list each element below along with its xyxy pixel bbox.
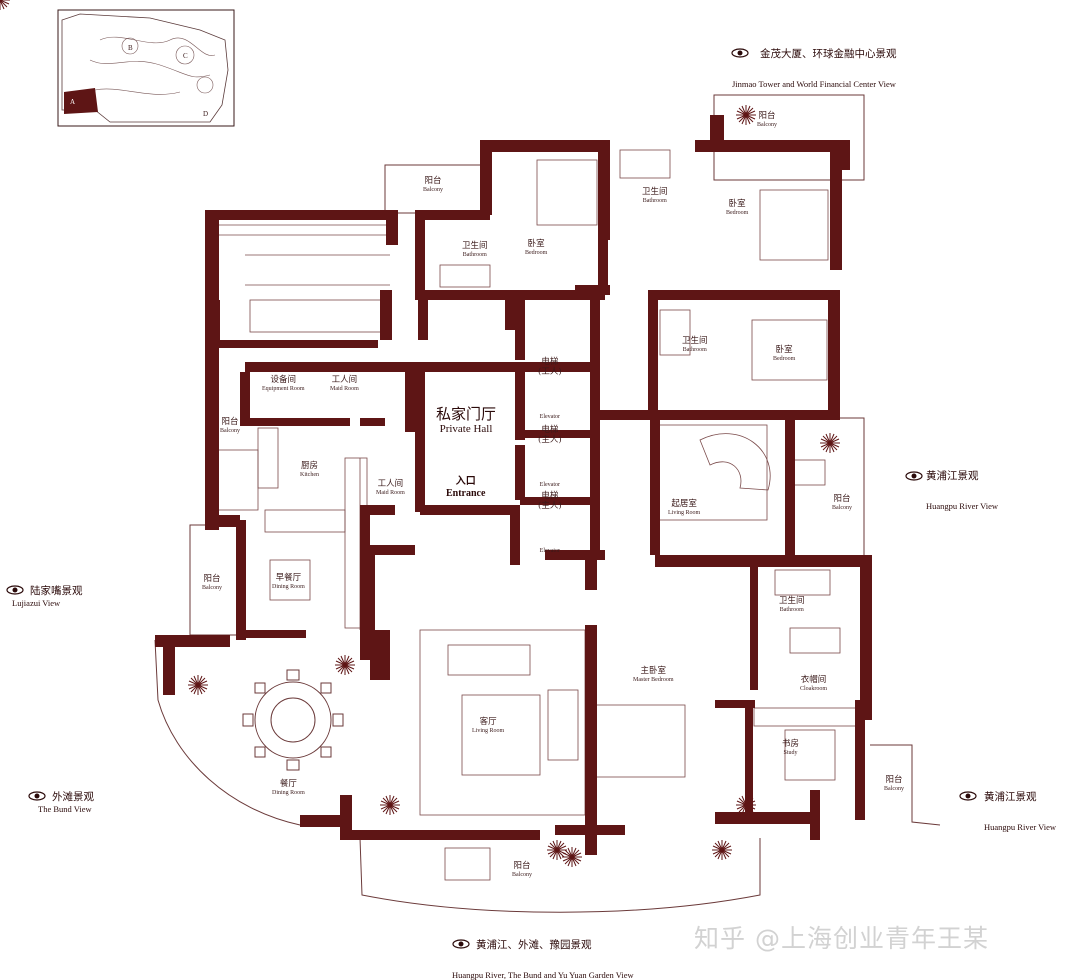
eye-icon (905, 471, 923, 481)
watermark: 知乎 @上海创业青年王某 (694, 924, 989, 953)
room-bedroom-top-right: 卧室 Bedroom (726, 199, 749, 216)
room-equipment: 设备间 Equipment Room (262, 375, 305, 392)
site-block-A: A (70, 98, 75, 106)
interior-lines (209, 149, 860, 881)
eye-icon (959, 791, 977, 801)
round-dining-table (242, 669, 344, 771)
view-left-lower: 外滩景观 The Bund View (38, 792, 94, 814)
view-bottom: 黄浦江、外滩、豫园景观 Huangpu River, The Bund and … (452, 940, 634, 980)
room-maid-1: 工人间 Maid Room (330, 375, 359, 392)
eye-icon (6, 585, 24, 595)
view-left-upper: 陆家嘴景观 Lujiazui View (12, 586, 83, 608)
room-elevator-master-2: 电梯 (主人) Elevator (538, 490, 562, 555)
view-right-upper: 黄浦江景观 Huangpu River View (926, 471, 999, 511)
walls (155, 115, 872, 855)
room-entrance: 入口 Entrance (446, 476, 486, 499)
room-balcony-bottom: 阳台 Balcony (512, 861, 532, 878)
eye-icon (28, 791, 46, 801)
room-private-hall: 私家门厅 Private Hall (436, 405, 497, 436)
room-cloakroom: 衣帽间 Cloakroom (800, 675, 827, 692)
site-block-C: C (183, 52, 188, 60)
eye-icon (731, 48, 749, 58)
room-study: 书房 Study (782, 739, 800, 756)
site-block-B: B (128, 44, 133, 52)
plants (0, 0, 841, 868)
room-living-main: 客厅 Living Room (472, 717, 505, 734)
room-bathroom-top-right: 卫生间 Bathroom (642, 187, 668, 204)
room-bathroom-top-mid: 卫生间 Bathroom (462, 241, 488, 258)
room-dining: 餐厅 Dining Room (272, 779, 305, 796)
view-eye-icons (6, 48, 977, 949)
room-elevator-master-1: 电梯 (主人) Elevator (538, 424, 562, 489)
room-balcony-left: 阳台 Balcony (220, 417, 240, 434)
room-elevator-staff: 电梯 (工人) Elevator (538, 356, 562, 421)
room-balcony-top-right: 阳台 Balcony (757, 111, 777, 128)
view-top: 金茂大厦、环球金融中心景观 Jinmao Tower and World Fin… (732, 49, 897, 89)
room-bathroom-right2: 卫生间 Bathroom (682, 336, 708, 353)
room-balcony-far-right: 阳台 Balcony (884, 775, 904, 792)
room-master-bathroom: 卫生间 Bathroom (779, 596, 805, 613)
room-balcony-right: 阳台 Balcony (832, 494, 852, 511)
site-key-map: A B C D (57, 9, 235, 127)
site-block-D: D (203, 110, 208, 118)
room-living-right: 起居室 Living Room (668, 499, 701, 516)
room-kitchen: 厨房 Kitchen (300, 461, 319, 478)
view-right-lower: 黄浦江景观 Huangpu River View (984, 792, 1057, 832)
eye-icon (452, 939, 470, 949)
room-master-bedroom: 主卧室 Master Bedroom (633, 666, 674, 683)
room-bedroom-top-mid: 卧室 Bedroom (525, 239, 548, 256)
room-breakfast: 早餐厅 Dining Room (272, 573, 305, 590)
room-balcony-left2: 阳台 Balcony (202, 574, 222, 591)
room-maid-2: 工人间 Maid Room (376, 479, 405, 496)
room-bedroom-right2: 卧室 Bedroom (773, 345, 796, 362)
room-balcony-top-mid: 阳台 Balcony (423, 176, 443, 193)
